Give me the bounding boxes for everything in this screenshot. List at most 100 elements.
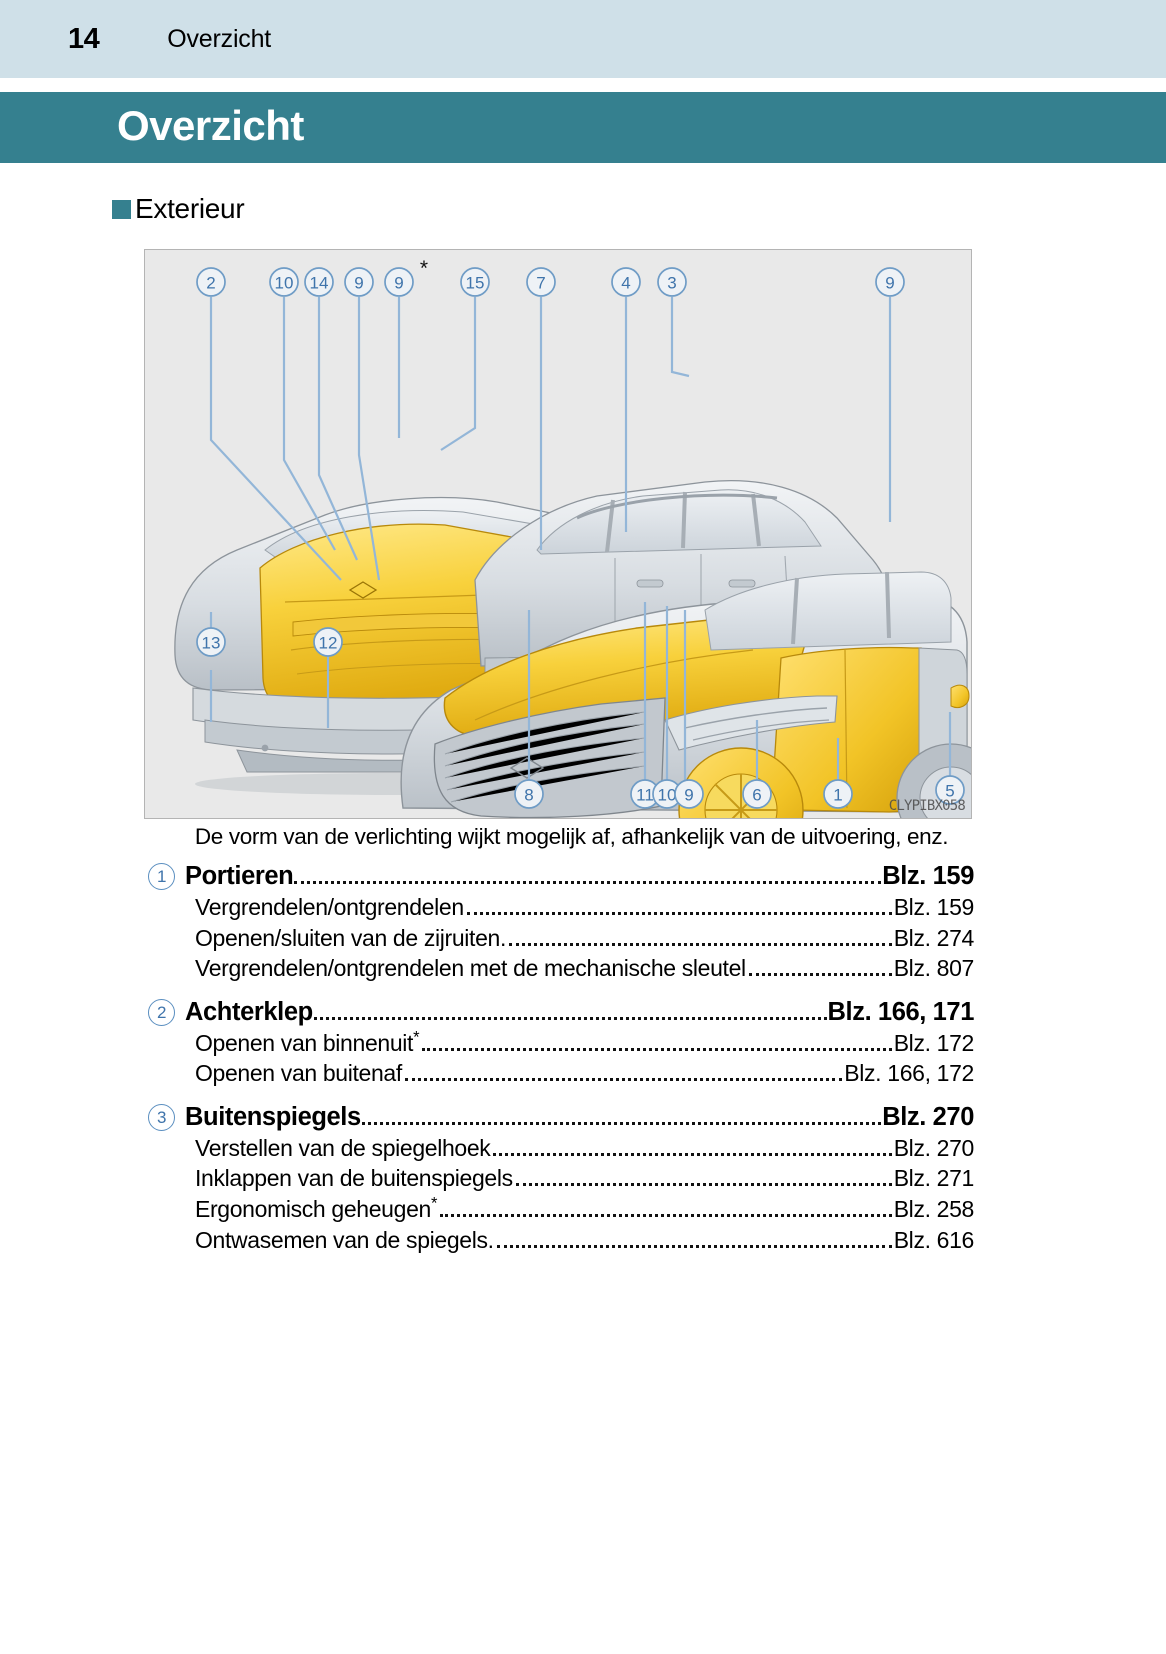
callout-6: 6 [742,779,772,809]
svg-text:7: 7 [536,274,545,293]
square-marker-icon [112,199,131,219]
section-label: Exterieur [135,193,245,224]
callout-14: 14 [304,267,334,297]
contents-sub-entry[interactable]: Openen van binnenuit* Blz. 172 [195,1028,974,1059]
svg-text:3: 3 [667,274,676,293]
sub-entry-label: Inklappen van de buitenspiegels [195,1165,513,1192]
sub-entry-page: Blz. 274 [893,924,975,951]
svg-text:9: 9 [394,274,403,293]
asterisk-marker: * [420,257,428,280]
vehicle-diagram: 2 10 14 9 9 * 15 7 4 3 9 13 12 8 11 10 9… [145,250,971,818]
dot-leader [496,1244,892,1248]
svg-text:8: 8 [524,786,533,805]
callout-8: 8 [514,779,544,809]
svg-text:6: 6 [752,786,761,805]
sub-entry-page: Blz. 172 [893,1029,975,1056]
sub-entry-page: Blz. 258 [893,1196,975,1223]
contents-sub-entry[interactable]: Vergrendelen/ontgrendelen met de mechani… [195,953,974,984]
contents-group: 2 Achterklep Blz. 166, 171 Openen van bi… [148,998,974,1089]
callout-1: 1 [823,779,853,809]
contents-group: 3 Buitenspiegels Blz. 270 Verstellen van… [148,1103,974,1255]
dot-leader [493,1152,892,1156]
dot-leader [361,1121,882,1125]
svg-text:11: 11 [636,786,654,805]
callout-10-top: 10 [269,267,299,297]
callout-12: 12 [313,627,343,657]
entry-page: Blz. 166, 171 [827,997,975,1026]
contents-list: 1 Portieren Blz. 159 Vergrendelen/ontgre… [148,862,974,1269]
svg-text:9: 9 [354,274,363,293]
figure-watermark: CLYPIBX058 [888,798,966,814]
callout-9-top-a: 9 [344,267,374,297]
chapter-title: Overzicht [117,102,304,149]
svg-text:2: 2 [206,274,215,293]
leader-lines [209,297,952,790]
sub-entry-label: Ontwasemen van de spiegels. [195,1226,494,1253]
dot-leader [313,1016,827,1020]
exterior-illustration: 2 10 14 9 9 * 15 7 4 3 9 13 12 8 11 10 9… [144,249,972,819]
sub-entry-label: Openen van binnenuit [195,1029,414,1056]
svg-text:5: 5 [945,782,954,801]
contents-group: 1 Portieren Blz. 159 Vergrendelen/ontgre… [148,862,974,984]
entry-number-badge: 2 [148,998,175,1026]
callout-15: 15 [460,267,490,297]
svg-text:10: 10 [275,274,294,293]
section-heading: Exterieur [112,193,245,225]
svg-text:9: 9 [885,274,894,293]
contents-sub-entry[interactable]: Openen van buitenaf Blz. 166, 172 [195,1058,974,1089]
svg-text:1: 1 [833,786,842,805]
svg-text:4: 4 [621,274,630,293]
callout-9-bottom: 9 [674,779,704,809]
contents-main-entry[interactable]: 1 Portieren Blz. 159 [148,862,974,891]
svg-text:14: 14 [310,274,329,293]
contents-sub-entry[interactable]: Verstellen van de spiegelhoek Blz. 270 [195,1133,974,1164]
contents-sub-entry[interactable]: Vergrendelen/ontgrendelen Blz. 159 [195,892,974,923]
contents-sub-entry[interactable]: Openen/sluiten van de zijruiten. Blz. 27… [195,923,974,954]
callout-2: 2 [196,267,226,297]
callout-9-top-b: 9 [384,267,414,297]
callout-3: 3 [657,267,687,297]
callout-7: 7 [526,267,556,297]
entry-page: Blz. 159 [882,862,974,890]
callout-10-bottom: 10 [652,779,682,809]
callout-9-right: 9 [875,267,905,297]
callout-13: 13 [196,627,226,657]
sub-entry-page: Blz. 616 [893,1226,975,1253]
callout-4: 4 [611,267,641,297]
contents-main-entry[interactable]: 2 Achterklep Blz. 166, 171 [148,998,974,1027]
svg-text:10: 10 [658,786,677,805]
chapter-band [0,92,1166,163]
running-head-title: Overzicht [167,24,272,53]
entry-number-badge: 1 [148,863,175,890]
entry-label: Portieren [185,862,294,890]
contents-sub-entry[interactable]: Ontwasemen van de spiegels. Blz. 616 [195,1225,974,1256]
sub-entry-label: Ergonomisch geheugen [195,1196,431,1223]
contents-sub-entry[interactable]: Inklappen van de buitenspiegels Blz. 271 [195,1163,974,1194]
running-head: 14 Overzicht [0,0,1166,78]
sub-entry-label: Verstellen van de spiegelhoek [195,1134,491,1161]
dot-leader [515,1183,892,1187]
front-vehicle [400,571,971,818]
dot-leader [294,881,882,884]
footnote-asterisk: * [413,1027,420,1047]
contents-sub-entry[interactable]: Ergonomisch geheugen* Blz. 258 [195,1194,974,1225]
contents-main-entry[interactable]: 3 Buitenspiegels Blz. 270 [148,1103,974,1132]
entry-label: Buitenspiegels [185,1102,361,1131]
sub-entry-page: Blz. 807 [893,955,975,982]
dot-leader [422,1047,892,1051]
sub-entry-label: Openen van buitenaf [195,1060,402,1087]
footnote-asterisk: * [430,1193,438,1213]
svg-text:13: 13 [202,634,221,653]
page-number: 14 [68,22,100,55]
figure-caption: De vorm van de verlichting wijkt mogelij… [194,824,949,849]
dot-leader [466,912,892,915]
entry-page: Blz. 270 [882,1102,974,1131]
dot-leader [748,973,892,977]
sub-entry-label: Openen/sluiten van de zijruiten. [195,924,507,951]
svg-text:9: 9 [684,786,693,805]
dot-leader [404,1078,843,1082]
sub-entry-page: Blz. 166, 172 [844,1060,974,1087]
sub-entry-label: Vergrendelen/ontgrendelen [195,894,464,920]
entry-number-badge: 3 [148,1103,175,1131]
svg-text:12: 12 [319,634,338,653]
